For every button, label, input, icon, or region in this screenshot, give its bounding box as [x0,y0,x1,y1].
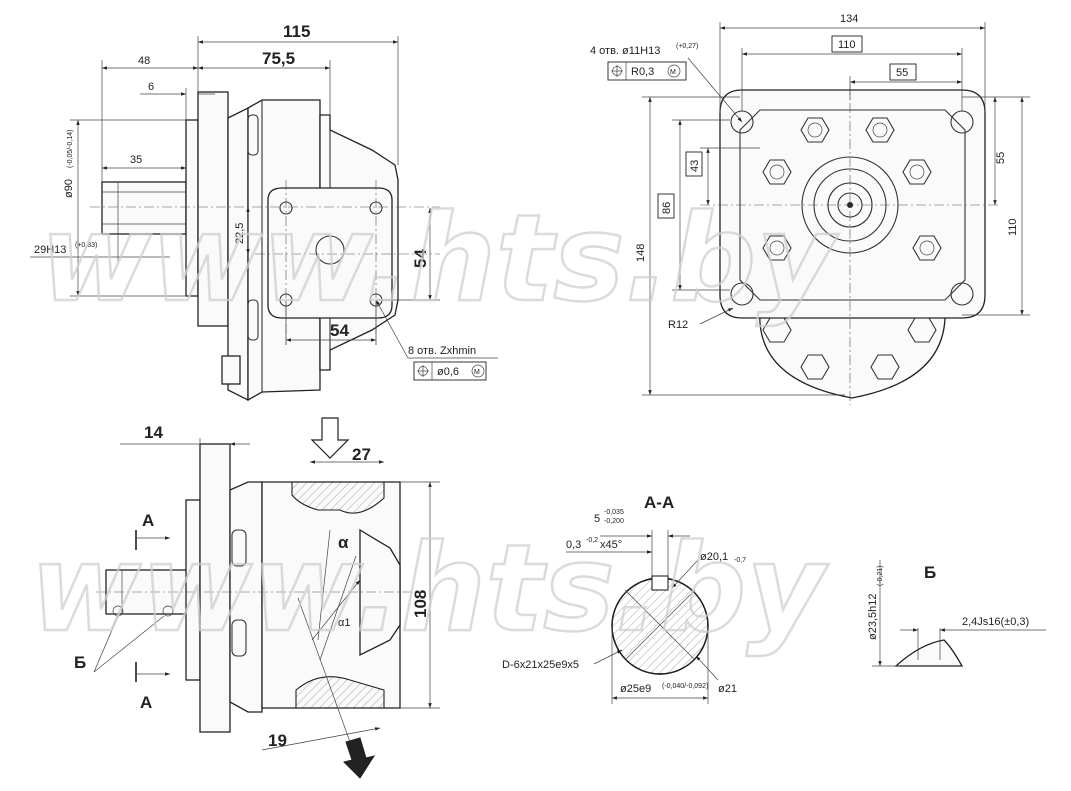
dim-43: 43 [689,160,701,172]
detail-b: Б 2,4Js16(±0,3) ø23,5h12 (-0,21) [867,560,1046,667]
dim-5-tol-bottom: -0,200 [604,518,624,525]
holes-tolerance-side: ø0,6 [437,366,459,378]
dim-27: 27 [352,445,371,464]
hatched-section-bottom [295,676,385,709]
port-flange [267,187,393,319]
dim-5-tol-top: -0,035 [604,509,624,516]
dim-90-tol: (-0,05/-0,14) [67,129,74,168]
dim-25: ø25e9 [620,683,651,695]
bolt-9 [800,354,830,380]
dim-48: 48 [138,55,150,67]
dim-110-top: 110 [838,39,856,51]
dim-2-4: 2,4Js16(±0,3) [962,616,1029,628]
dim-55-right: 55 [995,152,1007,164]
watermark-top: www.hts.by [40,190,839,329]
bolt-2 [865,117,895,143]
chamfer: 0,3 [566,539,581,551]
holes-callout-front: 4 отв. ø11H13 [590,45,660,57]
spline-section: А-А 5 -0,035 -0,200 0,3 -0,2 x45° ø20,1 … [502,493,746,704]
holes-tolerance-mod-side: M [474,369,480,376]
dim-55-top: 55 [896,67,908,79]
holes-callout-side: 8 отв. Zxhmin [408,345,476,357]
bolt-4 [902,159,932,185]
spline-designation: D-6x21x25e9x5 [502,659,579,671]
detail-mark-b: Б [74,653,86,672]
watermark-bottom: www.hts.by [30,520,829,659]
bolt-6 [912,235,942,261]
bolt-1 [800,117,830,143]
dim-5: 5 [594,513,600,525]
bolt-10 [870,354,900,380]
radius-r12: R12 [668,319,688,331]
dim-90: ø90 [63,179,75,198]
dim-20-1-tol: -0,7 [734,557,746,564]
angle-alpha: α [338,533,349,552]
dim-23-5-tol: (-0,21) [877,565,884,586]
hatched-section-top [291,481,385,514]
dim-115: 115 [283,22,310,41]
port-hole [315,235,345,265]
corner-hole-br [950,282,974,306]
inlet-arrow [310,417,350,459]
dim-29-tol: (+0,33) [75,242,97,249]
dim-14: 14 [144,423,163,442]
dim-21: ø21 [718,683,737,695]
section-view: 14 27 108 19 α α1 А А Б [74,417,440,779]
chamfer-tol: -0,2 [586,537,598,544]
dim-86: 86 [661,202,673,214]
dim-19: 19 [268,731,287,750]
holes-callout-front-tol: (+0,27) [676,43,698,50]
keyway [651,575,669,591]
bolt-7 [762,317,792,343]
section-mark-a-top: А [142,511,154,530]
front-view: 134 110 55 4 отв. ø11H13 (+0,27) R0,3 M … [590,13,1030,405]
dim-29: 29H13 [34,244,66,256]
dim-110-right: 110 [1007,218,1019,236]
detail-b-title: Б [924,563,936,582]
dim-6: 6 [148,81,154,93]
drive-shaft [101,181,187,235]
holes-tolerance-front: R0,3 [631,66,654,78]
dim-35: 35 [130,154,142,166]
dim-54-horizontal: 54 [330,321,349,340]
dim-22-5: 22,5 [234,223,246,244]
dim-25-tol: (-0,040/-0,092) [662,683,708,690]
chamfer-angle: x45° [600,539,622,551]
bolt-8 [907,317,937,343]
outlet-arrow [343,737,376,779]
section-flange [199,443,231,733]
section-title-aa: А-А [644,493,674,512]
dim-20-1: ø20,1 [700,551,728,563]
side-view: 115 75,5 48 6 35 ø90 (-0,05/-0,14) 29H13… [30,22,498,402]
bolt-5 [762,235,792,261]
bolt-3 [762,159,792,185]
dim-108: 108 [411,590,430,618]
holes-tolerance-mod-front: M [670,69,676,76]
dim-54-vertical: 54 [411,249,430,268]
section-mark-a-bottom: А [140,693,152,712]
dim-148: 148 [635,244,647,262]
corner-hole-bl [730,282,754,306]
detail-b-profile [894,639,964,667]
dim-134: 134 [840,13,858,25]
dim-75-5: 75,5 [262,49,295,68]
dim-23-5: ø23,5h12 [867,594,879,640]
angle-alpha1: α1 [338,617,350,629]
